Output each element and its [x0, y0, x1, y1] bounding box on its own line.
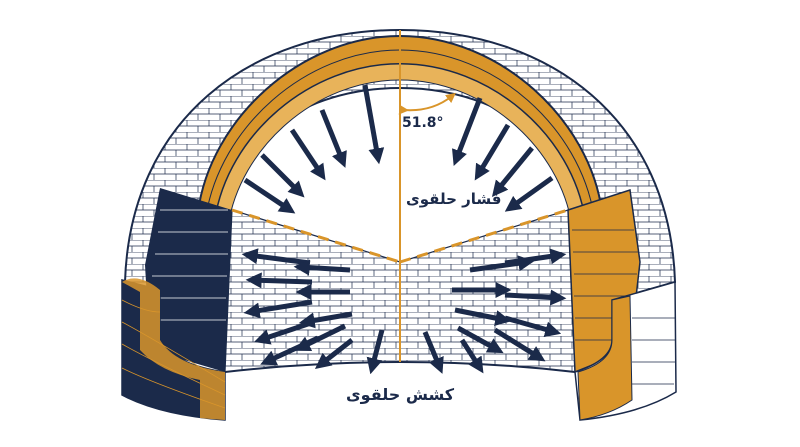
- compression-label: فشار حلقوی: [406, 190, 502, 208]
- angle-arc: [398, 92, 456, 115]
- left-navy-wall: [145, 188, 232, 372]
- arrow-icon: [454, 307, 512, 326]
- arrow-icon: [491, 146, 534, 197]
- arrow-icon: [314, 338, 354, 369]
- arrow-icon: [260, 153, 305, 198]
- arrow-icon: [422, 331, 444, 374]
- arrow-icon: [319, 109, 347, 168]
- arrow-icon: [253, 319, 315, 345]
- arrow-icon: [362, 84, 385, 165]
- arrow-icon: [243, 299, 313, 319]
- arrow-icon: [245, 272, 313, 289]
- arrow-icon: [459, 338, 484, 374]
- right-base-drum: [574, 281, 677, 421]
- tension-label: کشش حلقوی: [346, 385, 455, 404]
- arrow-icon: [504, 248, 567, 266]
- compression-arrows: [243, 84, 554, 214]
- arrow-icon: [289, 128, 326, 181]
- tension-arrows: [241, 248, 567, 375]
- arrow-icon: [243, 177, 296, 214]
- dashed-boundary: [231, 208, 569, 264]
- arrow-icon: [504, 289, 567, 306]
- arrow-icon: [452, 97, 483, 166]
- arrow-icon: [504, 315, 562, 338]
- arrow-icon: [260, 335, 320, 366]
- arrow-icon: [474, 123, 511, 181]
- arrow-icon: [493, 327, 546, 362]
- arrow-icon: [456, 325, 504, 354]
- arrow-icon: [504, 175, 554, 212]
- left-base-drum: [121, 278, 226, 421]
- angle-label: 51.8°: [402, 115, 444, 131]
- floor-curve: [224, 361, 576, 373]
- arrow-icon: [293, 259, 351, 276]
- arrow-icon: [366, 329, 385, 375]
